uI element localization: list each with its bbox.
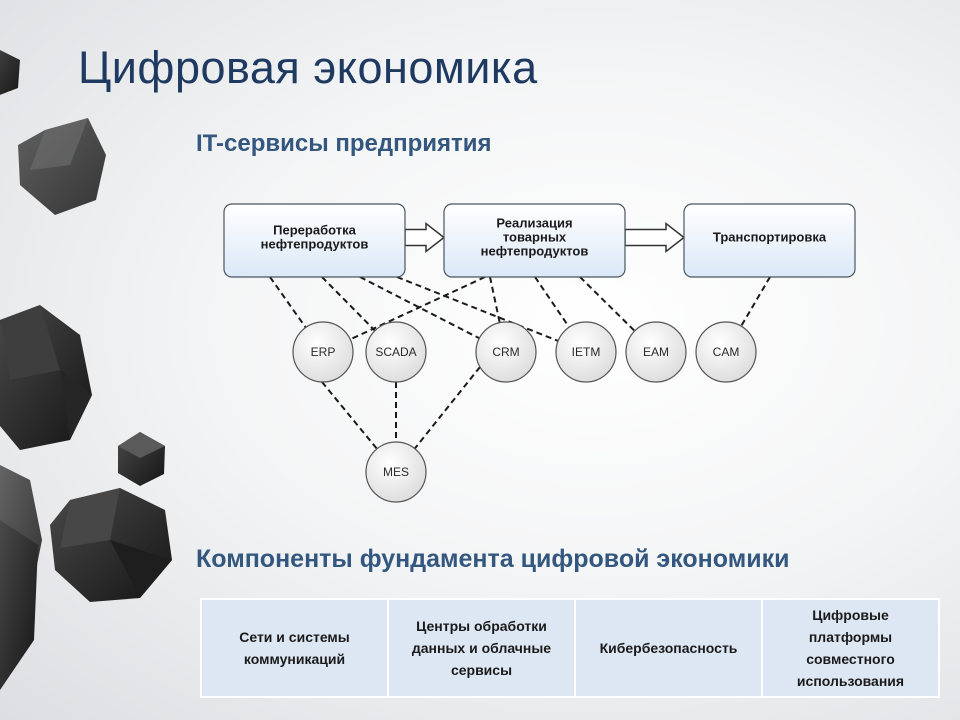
- polyhedron-small: [118, 432, 165, 486]
- link-erp-mes: [321, 381, 378, 450]
- service-node-crm: CRM: [475, 321, 537, 383]
- component-cell: Цифровые платформы совместного использов…: [761, 598, 940, 698]
- polyhedron-top-left: [0, 50, 20, 95]
- component-cell: Сети и системы коммуникаций: [200, 598, 389, 698]
- components-row: Сети и системы коммуникаций Центры обраб…: [200, 598, 940, 698]
- link-processing-scada: [321, 276, 376, 332]
- components-table-wrap: Сети и системы коммуникаций Центры обраб…: [200, 598, 940, 698]
- service-node-scada: SCADA: [365, 321, 427, 383]
- link-lines: [269, 276, 771, 450]
- process-label: нефтепродуктов: [261, 237, 369, 252]
- flow-arrow-processing-sales: [404, 221, 446, 254]
- polyhedron-bottom-left: [0, 465, 42, 690]
- service-label: CAM: [713, 345, 740, 359]
- service-label: EAM: [643, 345, 669, 359]
- slide-title: Цифровая экономика: [78, 42, 538, 93]
- polyhedron-middle-large: [0, 305, 92, 450]
- link-sales-erp: [349, 276, 486, 341]
- component-cell: Центры обработки данных и облачные серви…: [387, 598, 576, 698]
- service-node-eam: EAM: [625, 321, 687, 383]
- process-label: Переработка: [273, 223, 356, 238]
- polyhedron-lower: [50, 488, 172, 602]
- components-table: Сети и системы коммуникаций Центры обраб…: [200, 598, 940, 698]
- diagram-subtitle: IT-сервисы предприятия: [196, 130, 492, 157]
- service-label: ERP: [311, 345, 336, 359]
- service-label: CRM: [492, 345, 519, 359]
- service-label: SCADA: [375, 345, 416, 359]
- link-crm-mes: [413, 366, 481, 450]
- link-sales-crm: [489, 276, 501, 323]
- process-label: Транспортировка: [713, 230, 827, 245]
- service-label: MES: [383, 465, 409, 479]
- service-node-mes: MES: [365, 441, 427, 503]
- link-transport-cam: [740, 276, 771, 327]
- link-processing-ietm: [396, 276, 559, 342]
- component-cell: Кибербезопасность: [574, 598, 763, 698]
- process-label: нефтепродуктов: [481, 244, 589, 259]
- service-node-ietm: IETM: [555, 321, 617, 383]
- link-sales-eam: [579, 276, 636, 332]
- service-label: IETM: [572, 345, 601, 359]
- service-node-cam: CAM: [695, 321, 757, 383]
- link-processing-crm: [359, 276, 480, 340]
- link-processing-erp: [269, 276, 307, 329]
- process-label: товарных: [503, 230, 567, 245]
- link-sales-ietm: [534, 276, 570, 328]
- components-heading: Компоненты фундамента цифровой экономики: [196, 545, 790, 573]
- flow-arrow-sales-transport: [624, 221, 686, 254]
- service-node-erp: ERP: [292, 321, 354, 383]
- polyhedron-upper: [18, 118, 106, 215]
- process-label: Реализация: [496, 216, 572, 231]
- process-box-transport: Транспортировка: [683, 203, 856, 278]
